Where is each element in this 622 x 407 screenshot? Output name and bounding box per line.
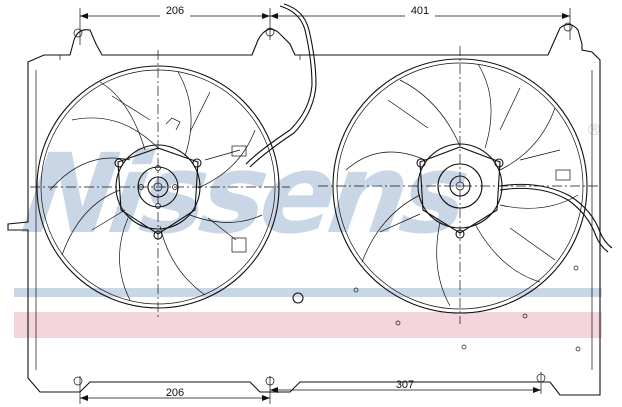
dimension-bottom-right: 307 xyxy=(396,379,414,391)
dimension-labels: 206 401 206 307 xyxy=(160,5,435,399)
watermark-blue-band xyxy=(14,288,602,297)
watermark: Nissens ® xyxy=(14,120,602,338)
watermark-brand: Nissens xyxy=(16,130,473,258)
dimension-top-left: 206 xyxy=(166,5,184,17)
right-fan-blades xyxy=(345,63,579,307)
dimension-top-right: 401 xyxy=(411,5,429,17)
watermark-registered-mark: ® xyxy=(586,120,602,139)
left-fan-blades xyxy=(49,71,263,301)
wires xyxy=(245,3,613,253)
watermark-pink-band xyxy=(14,312,602,338)
centre-lines xyxy=(30,46,600,324)
dimension-bottom-left: 206 xyxy=(166,387,184,399)
shroud-outline xyxy=(7,22,601,396)
